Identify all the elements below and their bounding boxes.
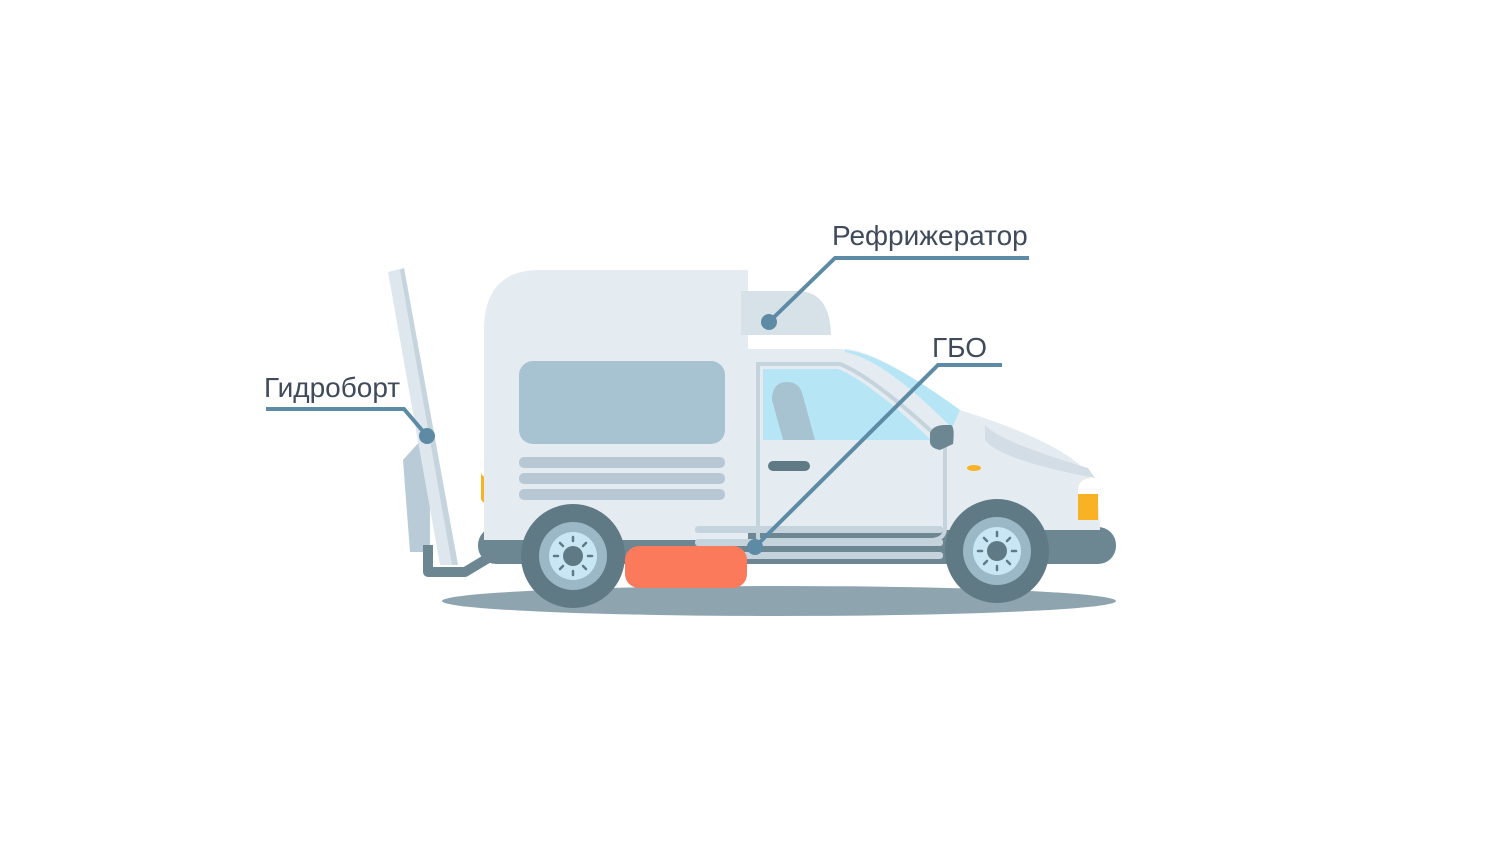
callout-dot-gas-equipment	[747, 539, 763, 555]
gas-tank	[625, 546, 747, 588]
callout-dot-refrigerator	[761, 314, 777, 330]
rear-wheel	[521, 504, 625, 608]
callout-label-gas-equipment: ГБО	[932, 332, 987, 363]
callout-label-refrigerator: Рефрижератор	[832, 220, 1028, 251]
cargo-box	[484, 270, 748, 540]
front-wheel	[945, 499, 1049, 603]
callout-label-hydraulic-lift: Гидроборт	[264, 372, 400, 403]
callout-line-gas-equipment	[753, 363, 1002, 549]
callout-line-hydraulic-lift	[266, 407, 429, 438]
ground-shadow	[442, 586, 1116, 616]
callout-hydraulic-lift: Гидроборт	[264, 372, 435, 444]
cab	[695, 349, 1100, 559]
callout-dot-hydraulic-lift	[419, 428, 435, 444]
callout-line-refrigerator	[767, 256, 1029, 324]
callout-gas-equipment: ГБО	[747, 332, 1002, 555]
headlight	[1078, 478, 1098, 520]
refrigerator-unit	[741, 291, 831, 335]
callout-refrigerator: Рефрижератор	[761, 220, 1029, 330]
tail-lift	[388, 268, 493, 577]
